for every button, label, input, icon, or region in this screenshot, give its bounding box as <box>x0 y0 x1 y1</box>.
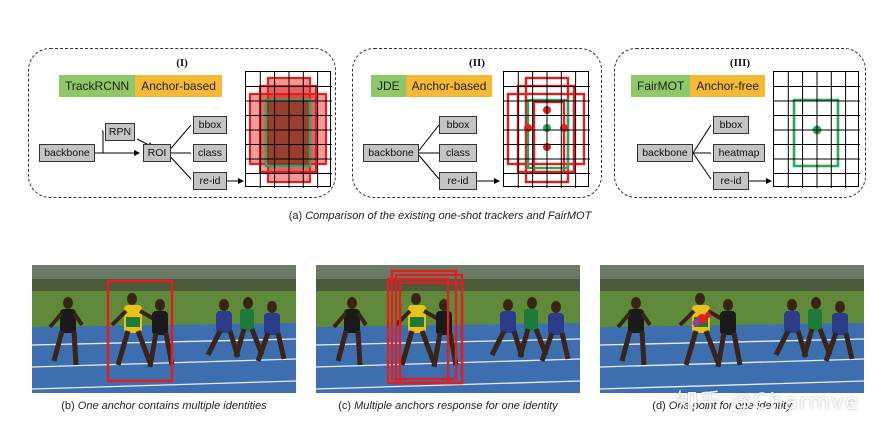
panel-title: (III) <box>729 57 751 69</box>
race-scene <box>316 265 580 393</box>
caption-label: (c) <box>338 400 355 412</box>
panel-fairmot: (III) FairMOT Anchor-free backbone bbox … <box>614 48 866 198</box>
caption-text: One anchor contains multiple identities <box>77 400 267 412</box>
photo-multi-anchor-one-id <box>316 265 580 393</box>
backbone-node: backbone <box>363 144 419 162</box>
panel-title: (II) <box>469 57 485 69</box>
caption-b: (b) One anchor contains multiple identit… <box>14 400 314 412</box>
photo-one-anchor-multi-id <box>32 265 296 393</box>
bbox-node: bbox <box>439 116 477 134</box>
tracker-name-tag: TrackRCNN <box>59 75 136 97</box>
tracker-tag-row: FairMOT Anchor-free <box>631 75 766 97</box>
class-node: class <box>439 144 477 162</box>
caption-label: (d) <box>652 400 669 412</box>
reid-node: re-id <box>439 172 477 190</box>
tracker-tag-row: TrackRCNN Anchor-based <box>59 75 222 97</box>
anchor-type-tag: Anchor-based <box>405 75 493 97</box>
anchor-free-grid <box>773 71 860 188</box>
class-node: class <box>193 144 227 162</box>
caption-text: One point for one identity <box>668 400 792 412</box>
caption-text: Multiple anchors response for one identi… <box>354 400 558 412</box>
caption-d: (d) One point for one identity <box>572 400 872 412</box>
rpn-node: RPN <box>105 123 135 141</box>
grid-lines <box>246 72 332 188</box>
tracker-name-tag: FairMOT <box>631 75 691 97</box>
caption-label: (b) <box>61 400 78 412</box>
race-scene <box>600 265 864 393</box>
backbone-node: backbone <box>39 144 95 162</box>
heatmap-node: heatmap <box>713 144 765 162</box>
caption-text: Comparison of the existing one-shot trac… <box>305 210 592 222</box>
anchor-type-tag: Anchor-based <box>135 75 222 97</box>
bbox-node: bbox <box>193 116 227 134</box>
tracker-name-tag: JDE <box>371 75 406 97</box>
figure-caption-a: (a) Comparison of the existing one-shot … <box>0 210 880 222</box>
zhihu-watermark: 知乎 @Charmve <box>676 390 860 415</box>
anchor-grid <box>503 71 590 188</box>
bbox-node: bbox <box>713 116 749 134</box>
network-links <box>692 124 772 184</box>
photo-one-point-one-id <box>600 265 864 393</box>
panel-jde: (II) JDE Anchor-based backbone bbox clas… <box>352 48 602 198</box>
anchor-type-tag: Anchor-free <box>690 75 766 97</box>
network-links <box>416 124 500 184</box>
grid-lines <box>774 72 860 188</box>
backbone-node: backbone <box>637 144 693 162</box>
roi-node: ROI <box>143 144 171 162</box>
panel-trackrcnn: (I) TrackRCNN Anchor-based backbone RPN … <box>28 48 336 198</box>
panel-title: (I) <box>176 57 188 69</box>
anchor-grid <box>245 71 332 188</box>
caption-c: (c) Multiple anchors response for one id… <box>298 400 598 412</box>
reid-node: re-id <box>193 172 227 190</box>
race-scene <box>32 265 296 393</box>
reid-node: re-id <box>713 172 749 190</box>
grid-lines <box>504 72 590 188</box>
caption-label: (a) <box>288 210 306 222</box>
tracker-tag-row: JDE Anchor-based <box>371 75 493 97</box>
